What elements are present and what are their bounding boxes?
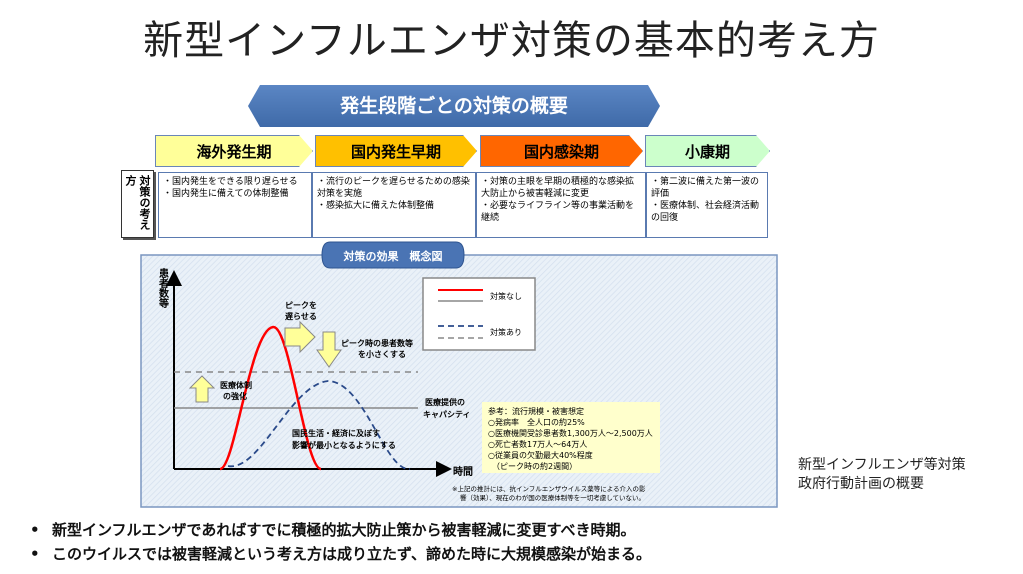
cell-item: ・第二波に備えた第一波の評価: [651, 177, 760, 199]
cell-item: ・必要なライフライン等の事業活動を継続: [481, 201, 635, 223]
footnote: 響（効果）、現在のわが国の医療体制等を一切考慮していない。: [460, 493, 645, 502]
reference-note: 参考：流行規模・被害想定 ○発病率 全人口の約25% ○医療機関受診患者数1,3…: [482, 402, 660, 473]
cell-item: ・国内発生をできる限り遅らせる: [163, 177, 298, 187]
minimize-impact-text: 国民生活・経済に及ぼす: [292, 428, 380, 438]
effect-diagram: 対策の効果 概念図 患者数等 時間 対策なし 対策あり ピークを 遅らせる ピー…: [140, 241, 778, 508]
note-line: ○医療機関受診患者数1,300万人～2,500万人: [488, 428, 653, 438]
source-caption: 新型インフルエンザ等対策 政府行動計画の概要: [798, 456, 966, 494]
x-axis-label: 時間: [453, 465, 473, 478]
curve-with-measures: [227, 380, 411, 470]
diagram-tab: [321, 241, 465, 269]
curve-no-measures: [219, 325, 322, 471]
section-banner: 発生段階ごとの対策の概要: [248, 85, 660, 127]
note-line: ○死亡者数17万人～64万人: [488, 439, 587, 449]
reduce-peak-text: を小さくする: [358, 349, 406, 359]
note-line: ○発病率 全人口の約25%: [488, 417, 585, 427]
legend: 対策なし 対策あり: [422, 277, 536, 351]
legend-no-measures: 対策なし: [490, 291, 522, 301]
bullet-icon: •: [30, 521, 40, 539]
delay-peak-text: 遅らせる: [285, 311, 317, 321]
note-line: ○従業員の欠勤最大40%程度: [488, 450, 593, 460]
cell-item: ・流行のピークを遅らせるための感染対策を実施: [317, 177, 470, 199]
note-line: 参考：流行規模・被害想定: [488, 406, 584, 416]
cell-item: ・国内発生に備えての体制整備: [163, 189, 289, 199]
minimize-impact-text: 影響が最小となるようにする: [292, 440, 396, 450]
phase-cell: ・国内発生をできる限り遅らせる ・国内発生に備えての体制整備: [158, 172, 312, 238]
capacity-label: 医療提供の: [425, 397, 465, 407]
bullet-text: このウイルスでは被害軽減という考え方は成り立たず、諦めた時に大規模感染が始まる。: [52, 545, 651, 563]
up-arrow-icon: [188, 375, 216, 403]
capacity-label: キャパシティ: [423, 409, 471, 419]
note-line: （ピーク時の約2週間）: [488, 461, 577, 471]
legend-with-measures: 対策あり: [490, 327, 522, 337]
strengthen-text: 医療体制: [220, 380, 252, 390]
strengthen-text: の強化: [223, 391, 247, 401]
cell-item: ・感染拡大に備えた体制整備: [317, 201, 435, 211]
y-axis-label: 患者数等: [157, 267, 170, 309]
right-arrow-icon: [284, 320, 316, 354]
down-arrow-icon: [316, 331, 342, 368]
bullet-item: • このウイルスでは被害軽減という考え方は成り立たず、諦めた時に大規模感染が始まる…: [30, 543, 651, 564]
slide-title: 新型インフルエンザ対策の基本的考え方: [143, 18, 880, 64]
source-line: 新型インフルエンザ等対策: [798, 457, 966, 473]
phase-lull: 小康期: [645, 135, 770, 167]
phase-cell: ・流行のピークを遅らせるための感染対策を実施 ・感染拡大に備えた体制整備: [312, 172, 476, 238]
phase-cell: ・第二波に備えた第一波の評価 ・医療体制、社会経済活動の回復: [646, 172, 768, 238]
phase-domestic-early: 国内発生早期: [315, 135, 477, 167]
phase-overseas: 海外発生期: [155, 135, 313, 167]
source-line: 政府行動計画の概要: [798, 476, 924, 492]
footnote: ※上記の推計には、抗インフルエンザウイルス薬等による介入の影: [452, 484, 646, 493]
bullet-text: 新型インフルエンザであればすでに積極的拡大防止策から被害軽減に変更すべき時期。: [52, 521, 636, 539]
bullet-item: • 新型インフルエンザであればすでに積極的拡大防止策から被害軽減に変更すべき時期。: [30, 519, 636, 540]
diagram-tab-label: 対策の効果 概念図: [343, 249, 443, 263]
reduce-peak-text: ピーク時の患者数等: [341, 338, 413, 348]
cell-item: ・医療体制、社会経済活動の回復: [651, 201, 760, 223]
bullet-icon: •: [30, 545, 40, 563]
phase-domestic-infection: 国内感染期: [480, 135, 643, 167]
phase-cell: ・対策の主眼を早期の積極的な感染拡大防止から被害軽減に変更 ・必要なライフライン…: [476, 172, 646, 238]
cell-item: ・対策の主眼を早期の積極的な感染拡大防止から被害軽減に変更: [481, 177, 635, 199]
delay-peak-text: ピークを: [285, 300, 317, 310]
row-label: 対策の考え方: [121, 170, 154, 238]
